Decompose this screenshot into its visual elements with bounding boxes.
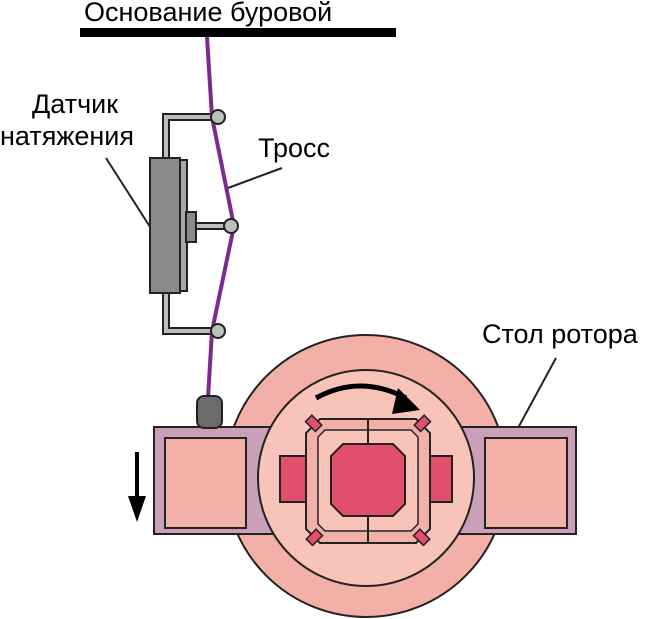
corner-tab-tl <box>304 414 323 433</box>
sensor-bracket-top-inner <box>164 115 212 160</box>
sensor-label-line2: натяжения <box>0 121 135 151</box>
rotation-arrow-icon <box>314 383 420 414</box>
sensor-bracket-bottom <box>162 292 212 335</box>
rotor-table-label: Стол ротора <box>482 319 638 349</box>
cable-label: Тросс <box>258 133 331 163</box>
arm-right-pad <box>484 437 568 529</box>
roller-top <box>210 109 226 125</box>
center-block <box>330 443 406 517</box>
sensor-leader <box>105 157 153 231</box>
sensor-label-line1: Датчик <box>32 89 119 119</box>
corner-tab-br <box>412 528 431 547</box>
roller-bottom <box>210 323 226 339</box>
sensor-body <box>149 157 181 294</box>
table-leader <box>517 357 557 429</box>
corner-tab-bl <box>305 528 324 547</box>
sensor-bracket-bottom-inner <box>164 292 212 333</box>
sensor-bracket-top <box>162 113 212 160</box>
cable-anchor <box>196 395 223 429</box>
cable-leader <box>227 167 283 189</box>
arm-left-pad <box>164 437 247 529</box>
sensor-knob <box>185 211 197 243</box>
cable <box>205 36 237 399</box>
base-label: Основание буровой <box>84 0 333 27</box>
corner-tab-tr <box>413 414 432 433</box>
roller-middle <box>223 218 239 234</box>
base-beam <box>80 28 396 37</box>
down-arrow-icon <box>128 452 146 522</box>
